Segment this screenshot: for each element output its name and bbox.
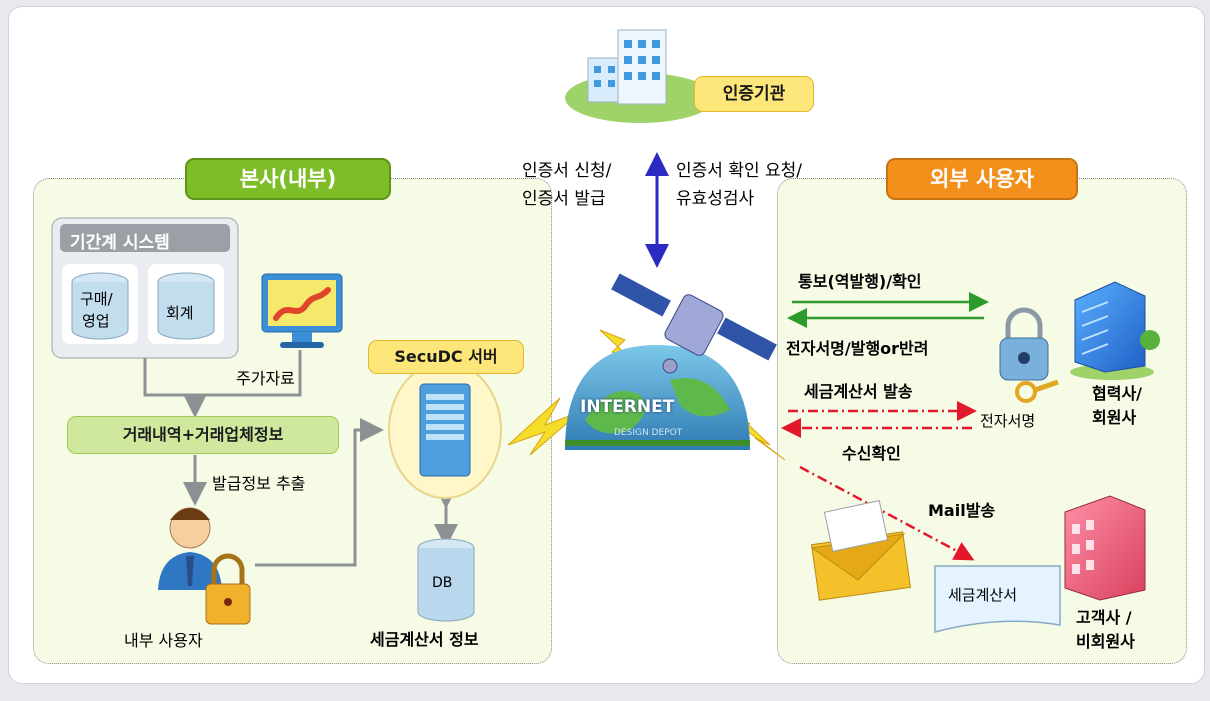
db-cylinder-icon	[417, 538, 475, 622]
db-label-accounting: 회계	[166, 304, 194, 322]
mail-send-label: Mail발송	[928, 501, 996, 520]
auth-verify-line1: 인증서 확인 요청/	[676, 161, 803, 181]
notify-label: 통보(역발행)/확인	[798, 272, 922, 291]
extract-label: 발급정보 추출	[212, 474, 306, 493]
external-title: 외부 사용자	[886, 158, 1078, 200]
authority-label: 인증기관	[694, 76, 814, 112]
customer-label-2: 비회원사	[1076, 632, 1135, 651]
send-invoice-label: 세금계산서 발송	[804, 382, 913, 401]
auth-request-line2: 인증서 발급	[522, 189, 606, 209]
db-label-sales: 영업	[82, 312, 110, 330]
extra-data-label: 주가자료	[236, 369, 295, 388]
signature-issue-label: 전자서명/발행or반려	[786, 339, 929, 358]
e-signature-label: 전자서명	[980, 412, 1036, 430]
trade-info-label: 거래내역+거래업체정보	[67, 416, 339, 454]
hq-title: 본사(내부)	[185, 158, 391, 200]
internal-user-label: 내부 사용자	[124, 631, 203, 650]
core-system-title: 기간계 시스템	[70, 233, 170, 253]
customer-label-1: 고객사 /	[1076, 608, 1132, 627]
database-icon	[71, 272, 215, 340]
invoice-document-icon	[934, 565, 1061, 633]
authority-building-icon	[565, 29, 715, 123]
padlock-key-icon	[999, 307, 1059, 403]
monitor-chart-icon	[261, 273, 343, 348]
envelope-icon	[810, 500, 912, 601]
user-icon	[158, 507, 251, 625]
partner-label-1: 협력사/	[1092, 384, 1143, 403]
internet-label: INTERNET	[580, 397, 675, 417]
internet-globe-icon	[565, 345, 750, 450]
auth-request-line1: 인증서 신청/	[522, 161, 612, 181]
internet-watermark: DESIGN DEPOT	[614, 428, 683, 438]
satellite-icon	[611, 273, 777, 374]
db-caption: 세금계산서 정보	[370, 630, 479, 649]
auth-verify-line2: 유효성검사	[676, 189, 755, 209]
invoice-document-label: 세금계산서	[948, 586, 1018, 604]
lightning-bolt-icon	[719, 397, 786, 461]
customer-building-icon	[1064, 495, 1146, 601]
partner-label-2: 회원사	[1092, 408, 1137, 427]
server-label: SecuDC 서버	[368, 340, 524, 374]
db-label-purchase: 구매/	[80, 290, 113, 308]
receipt-label: 수신확인	[842, 444, 901, 463]
db-label: DB	[432, 575, 453, 591]
server-icon	[388, 361, 502, 499]
partner-building-icon	[1070, 281, 1160, 380]
